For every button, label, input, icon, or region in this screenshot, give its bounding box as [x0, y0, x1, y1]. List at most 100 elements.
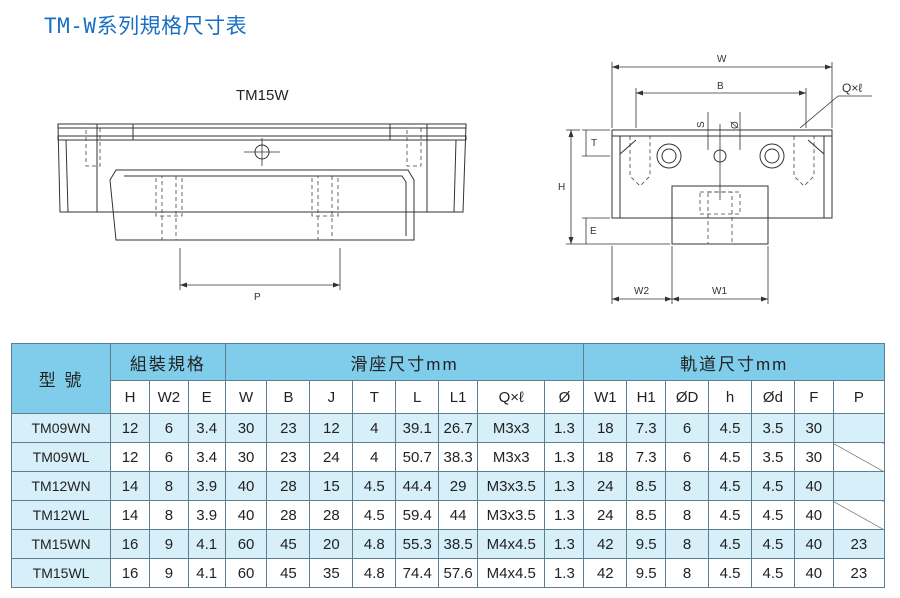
table-cell: 4 — [352, 442, 397, 472]
table-cell: 8 — [148, 500, 189, 530]
column-header: L — [395, 380, 440, 414]
table-cell: 4.5 — [750, 529, 795, 559]
table-cell: 3.9 — [187, 471, 226, 501]
table-cell: 15 — [309, 471, 354, 501]
table-cell: 4.5 — [708, 413, 752, 443]
column-header: Q×ℓ — [476, 380, 546, 414]
svg-text:W2: W2 — [634, 286, 649, 297]
table-cell: 4.5 — [352, 471, 397, 501]
table-cell: 9 — [148, 558, 189, 588]
table-cell: 4.5 — [708, 442, 752, 472]
table-cell: 28 — [266, 471, 311, 501]
header-block: 滑座尺寸mm — [224, 343, 585, 381]
table-cell: 1.3 — [544, 500, 585, 530]
header-rail: 軌道尺寸mm — [583, 343, 885, 381]
page-title: TM-W系列規格尺寸表 — [44, 14, 248, 38]
table-cell: 8 — [665, 500, 710, 530]
table-cell: M3x3 — [476, 413, 546, 443]
svg-text:S: S — [696, 121, 707, 128]
table-cell: 16 — [110, 529, 150, 559]
table-cell: 3.5 — [750, 413, 795, 443]
table-cell: 20 — [309, 529, 354, 559]
table-cell: 3.9 — [187, 500, 226, 530]
model-cell: TM09WL — [10, 442, 112, 472]
table-cell: 50.7 — [395, 442, 440, 472]
table-cell: 45 — [266, 529, 311, 559]
table-cell — [832, 471, 886, 501]
front-view: W B S Ø Q×ℓ T H E W2 — [558, 54, 872, 304]
table-cell: 23 — [832, 558, 886, 588]
table-cell: 6 — [665, 413, 710, 443]
svg-text:W1: W1 — [712, 286, 727, 297]
table-cell: 30 — [224, 442, 268, 472]
column-header: Ø — [544, 380, 585, 414]
model-cell: TM12WL — [10, 500, 112, 530]
table-cell: 60 — [224, 558, 268, 588]
table-cell: 42 — [583, 558, 628, 588]
column-header: L1 — [438, 380, 478, 414]
table-cell: 24 — [583, 500, 628, 530]
table-cell: 42 — [583, 529, 628, 559]
table-cell: 26.7 — [438, 413, 478, 443]
table-cell: 40 — [793, 558, 834, 588]
table-cell: 3.4 — [187, 413, 226, 443]
table-cell: 12 — [309, 413, 354, 443]
table-cell: 23 — [266, 413, 311, 443]
table-cell: 8 — [665, 529, 710, 559]
table-cell: 14 — [110, 500, 150, 530]
table-cell: 45 — [266, 558, 311, 588]
table-cell: 18 — [583, 413, 628, 443]
column-header: J — [309, 380, 354, 414]
table-cell: 3.4 — [187, 442, 226, 472]
table-cell: 57.6 — [438, 558, 478, 588]
table-cell: 12 — [110, 442, 150, 472]
model-cell: TM09WN — [10, 413, 112, 443]
column-header: F — [793, 380, 834, 414]
technical-drawing: TM15W P — [57, 54, 872, 304]
table-cell: 4.5 — [708, 529, 752, 559]
table-cell: M4x4.5 — [476, 558, 546, 588]
svg-text:W: W — [717, 54, 727, 65]
table-cell: 3.5 — [750, 442, 795, 472]
table-cell: 14 — [110, 471, 150, 501]
table-cell: M3x3 — [476, 442, 546, 472]
table-cell: 29 — [438, 471, 478, 501]
column-header: E — [187, 380, 226, 414]
column-header: T — [352, 380, 397, 414]
table-cell: 4.1 — [187, 529, 226, 559]
table-cell: 6 — [665, 442, 710, 472]
column-header: B — [266, 380, 311, 414]
table-cell: 4 — [352, 413, 397, 443]
table-cell: 40 — [793, 529, 834, 559]
svg-text:H: H — [558, 182, 565, 193]
table-cell: 8.5 — [626, 500, 667, 530]
table-cell: 16 — [110, 558, 150, 588]
table-cell: 40 — [224, 500, 268, 530]
svg-text:T: T — [591, 138, 597, 149]
column-header: W — [224, 380, 268, 414]
table-cell: 9.5 — [626, 529, 667, 559]
table-cell: 28 — [266, 500, 311, 530]
table-cell: 60 — [224, 529, 268, 559]
model-cell: TM15WL — [10, 558, 112, 588]
table-cell: 4.5 — [750, 471, 795, 501]
table-cell: 55.3 — [395, 529, 440, 559]
table-cell: 40 — [793, 500, 834, 530]
table-cell: 44.4 — [395, 471, 440, 501]
svg-text:E: E — [590, 226, 597, 237]
svg-text:Ø: Ø — [730, 121, 741, 129]
table-cell: 8 — [665, 471, 710, 501]
table-cell: 35 — [309, 558, 354, 588]
table-cell: 8 — [148, 471, 189, 501]
side-view-block: P — [57, 123, 467, 303]
table-cell: 4.5 — [352, 500, 397, 530]
table-cell: 38.3 — [438, 442, 478, 472]
column-header: h — [708, 380, 752, 414]
table-cell: 7.3 — [626, 413, 667, 443]
